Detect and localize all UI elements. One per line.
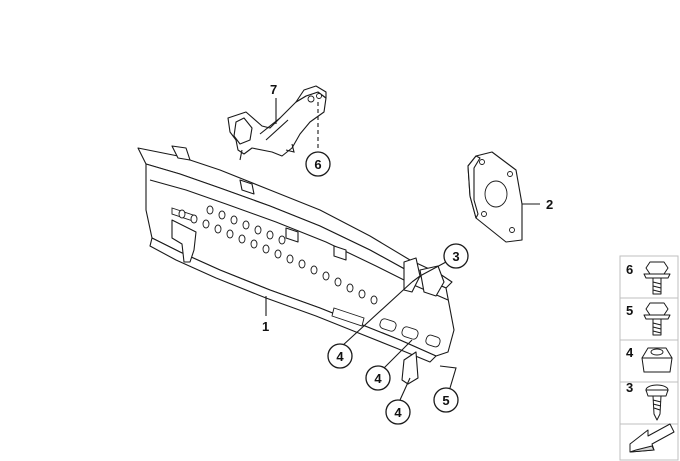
carrier-hole-row (178, 205, 378, 305)
legend-number-6: 6 (626, 262, 633, 277)
flange-bolt-icon (643, 261, 671, 295)
callout-2: 2 (546, 197, 553, 212)
legend-item-5[interactable]: 5 (626, 302, 671, 336)
callout-6[interactable]: 6 (305, 151, 331, 177)
callout-label-5: 5 (442, 393, 449, 408)
hex-nut-icon (641, 347, 673, 373)
bracket-part-7[interactable] (227, 85, 327, 161)
callout-4-lower[interactable]: 4 (385, 399, 411, 425)
callout-label-4-upper: 4 (336, 349, 344, 364)
callout-label-4-lower: 4 (394, 405, 402, 420)
callout-4-upper[interactable]: 4 (327, 343, 353, 369)
callout-3[interactable]: 3 (443, 243, 469, 269)
bumper-carrier-part-1[interactable] (137, 145, 455, 385)
callout-label-6: 6 (314, 157, 321, 172)
legend-item-6[interactable]: 6 (626, 261, 671, 295)
legend-number-4: 4 (626, 345, 634, 360)
legend-number-5: 5 (626, 303, 633, 318)
callout-5[interactable]: 5 (433, 387, 459, 413)
callout-label-4-middle: 4 (374, 371, 382, 386)
legend-number-3: 3 (626, 380, 633, 395)
callout-label-2: 2 (546, 197, 553, 212)
callout-label-3: 3 (452, 249, 459, 264)
direction-arrow-icon[interactable] (629, 423, 675, 453)
callout-7: 7 (270, 82, 277, 97)
flange-screw-icon (643, 302, 671, 336)
legend-item-3[interactable]: 3 (626, 380, 669, 421)
callout-4-middle[interactable]: 4 (365, 365, 391, 391)
plate-part-2[interactable] (467, 151, 523, 243)
leader-lines (265, 98, 540, 401)
self-tapping-screw-icon (645, 384, 669, 421)
legend-item-4[interactable]: 4 (626, 345, 673, 373)
callout-label-1: 1 (262, 319, 269, 334)
callout-1: 1 (262, 319, 269, 334)
hardware-legend: 6 5 4 (619, 255, 679, 461)
callout-label-7: 7 (270, 82, 277, 97)
